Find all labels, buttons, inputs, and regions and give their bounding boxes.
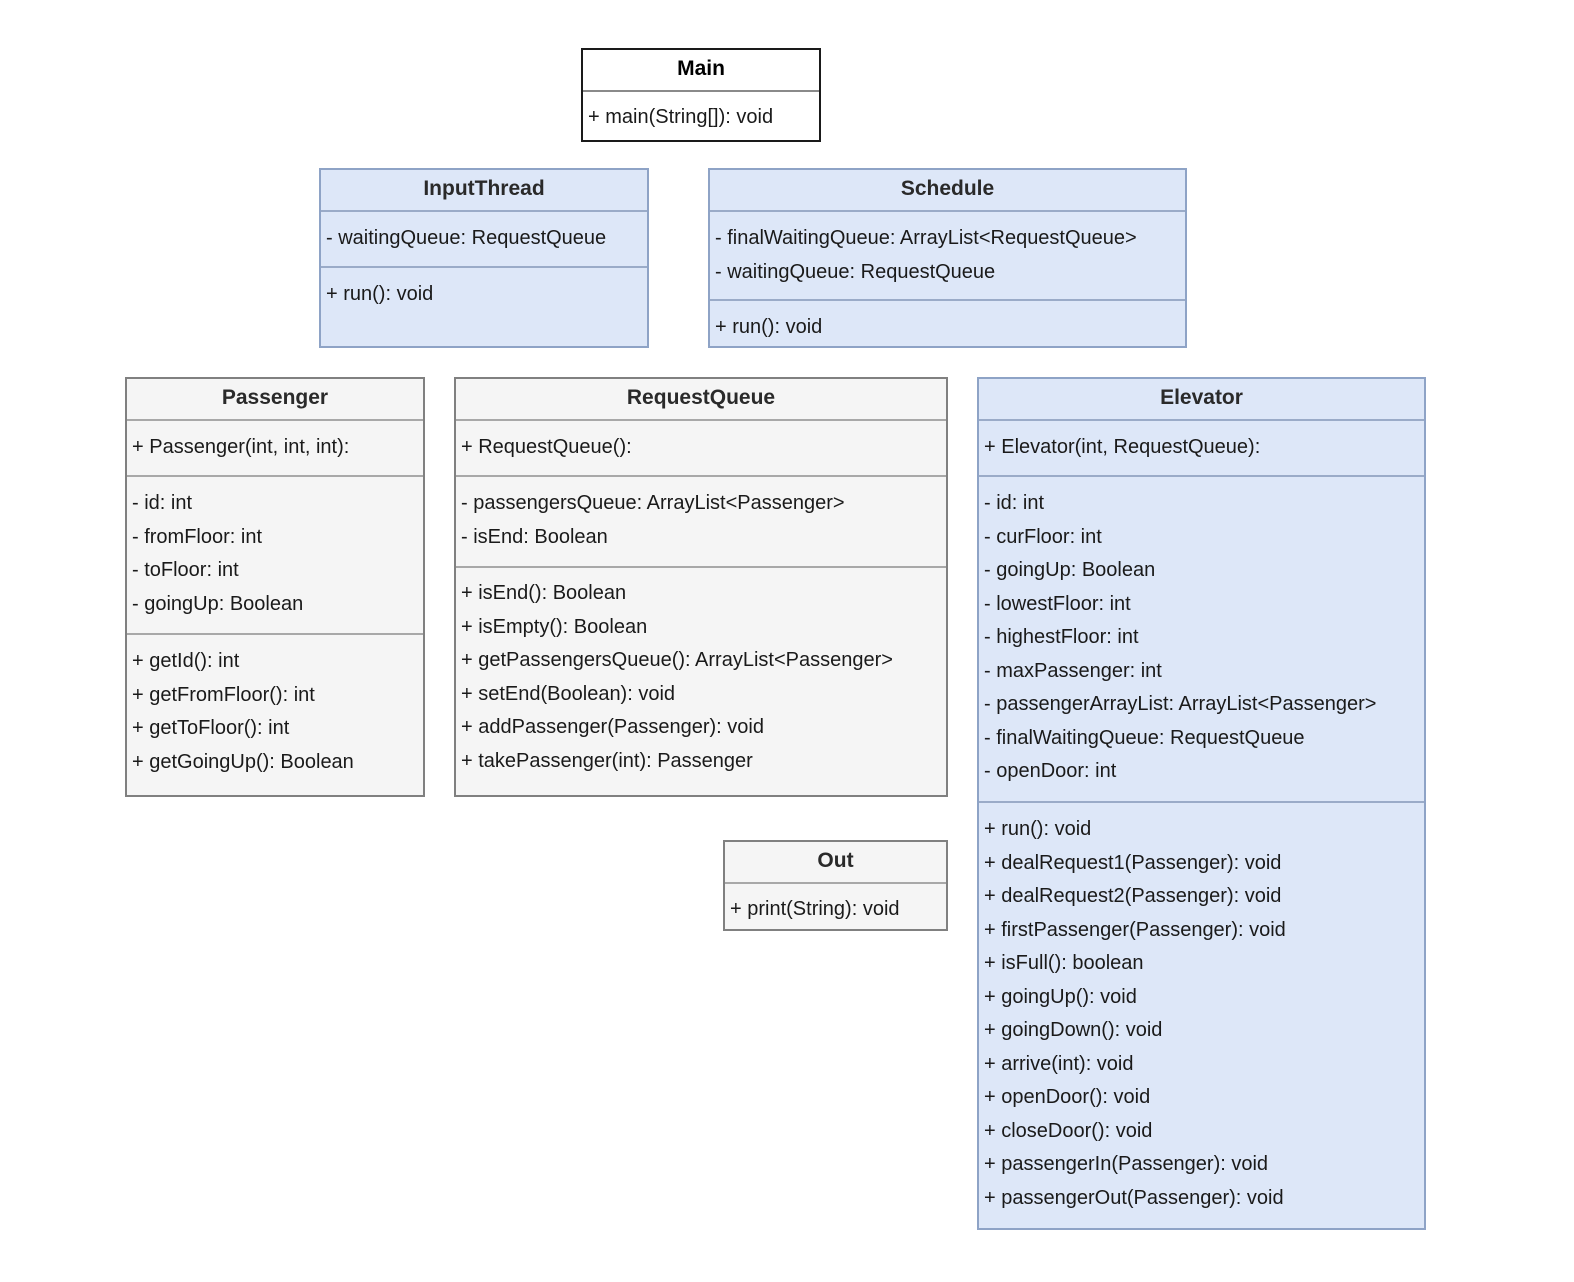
- attribute: - maxPassenger: int: [984, 659, 1162, 682]
- method: + getToFloor(): int: [132, 717, 290, 739]
- method: + arrive(int): void: [984, 1052, 1134, 1075]
- method: + goingUp(): void: [984, 985, 1137, 1008]
- constructor-section: + RequestQueue():: [456, 419, 946, 475]
- methods-section: + print(String): void: [725, 882, 946, 941]
- attribute: - goingUp: Boolean: [984, 559, 1156, 581]
- constructor-section: + Passenger(int, int, int):: [127, 419, 423, 475]
- method: + dealRequest1(Passenger): void: [984, 851, 1282, 874]
- attribute: - isEnd: Boolean: [461, 525, 608, 548]
- method: + print(String): void: [730, 898, 900, 920]
- method: + run(): void: [326, 283, 434, 305]
- attribute: - highestFloor: int: [984, 626, 1139, 648]
- method: + isEnd(): Boolean: [461, 582, 627, 604]
- class-name: Elevator: [1160, 386, 1243, 409]
- method: + getFromFloor(): int: [132, 683, 315, 706]
- method: + firstPassenger(Passenger): void: [984, 918, 1286, 941]
- methods-section: + run(): void: [321, 266, 647, 326]
- method: + takePassenger(int): Passenger: [461, 749, 753, 772]
- method: + run(): void: [984, 818, 1092, 840]
- methods-section: + isEnd(): Boolean + isEmpty(): Boolean …: [456, 566, 946, 792]
- class-main[interactable]: Main + main(String[]): void: [581, 48, 821, 142]
- method: + goingDown(): void: [984, 1019, 1163, 1041]
- attribute: - fromFloor: int: [132, 525, 263, 548]
- methods-section: + main(String[]): void: [583, 90, 819, 149]
- method: + dealRequest2(Passenger): void: [984, 885, 1282, 907]
- attributes-section: - finalWaitingQueue: ArrayList<RequestQu…: [710, 210, 1185, 299]
- attribute: - finalWaitingQueue: RequestQueue: [984, 726, 1305, 749]
- attribute: - finalWaitingQueue: ArrayList<RequestQu…: [715, 227, 1137, 249]
- attributes-section: - id: int - fromFloor: int - toFloor: in…: [127, 475, 423, 633]
- method: + passengerOut(Passenger): void: [984, 1186, 1284, 1209]
- methods-section: + run(): void + dealRequest1(Passenger):…: [979, 801, 1424, 1229]
- attribute: - passengersQueue: ArrayList<Passenger>: [461, 492, 845, 514]
- method: + closeDoor(): void: [984, 1119, 1153, 1142]
- constructor-section: + Elevator(int, RequestQueue):: [979, 419, 1424, 475]
- class-requestqueue[interactable]: RequestQueue + RequestQueue(): - passeng…: [454, 377, 948, 797]
- attribute: - goingUp: Boolean: [132, 592, 304, 615]
- class-name: InputThread: [423, 177, 545, 200]
- class-name: Out: [817, 849, 854, 872]
- attribute: - id: int: [984, 492, 1045, 514]
- method: + setEnd(Boolean): void: [461, 682, 676, 705]
- method: + isEmpty(): Boolean: [461, 615, 648, 638]
- method: + openDoor(): void: [984, 1086, 1151, 1108]
- method: + getGoingUp(): Boolean: [132, 750, 354, 773]
- class-elevator[interactable]: Elevator + Elevator(int, RequestQueue): …: [977, 377, 1426, 1230]
- class-passenger[interactable]: Passenger + Passenger(int, int, int): - …: [125, 377, 425, 797]
- class-inputthread[interactable]: InputThread - waitingQueue: RequestQueue…: [319, 168, 649, 348]
- constructor: + Elevator(int, RequestQueue):: [984, 436, 1261, 458]
- method: + run(): void: [715, 316, 823, 338]
- attribute: - passengerArrayList: ArrayList<Passenge…: [984, 693, 1377, 715]
- attribute: - waitingQueue: RequestQueue: [326, 227, 607, 249]
- attribute: - id: int: [132, 492, 193, 514]
- attribute: - toFloor: int: [132, 559, 239, 581]
- class-name: RequestQueue: [626, 386, 776, 409]
- constructor: + Passenger(int, int, int):: [132, 436, 350, 458]
- attribute: - waitingQueue: RequestQueue: [715, 260, 996, 283]
- method: + getId(): int: [132, 650, 240, 672]
- class-schedule[interactable]: Schedule - finalWaitingQueue: ArrayList<…: [708, 168, 1187, 348]
- constructor: + RequestQueue():: [461, 436, 632, 458]
- class-name: Passenger: [221, 386, 329, 409]
- attribute: - lowestFloor: int: [984, 592, 1131, 615]
- attributes-section: - passengersQueue: ArrayList<Passenger> …: [456, 475, 946, 566]
- attribute: - openDoor: int: [984, 760, 1117, 782]
- method: + main(String[]): void: [588, 106, 774, 128]
- class-name: Schedule: [900, 177, 995, 200]
- method: + getPassengersQueue(): ArrayList<Passen…: [461, 649, 893, 671]
- method: + passengerIn(Passenger): void: [984, 1153, 1269, 1175]
- method: + addPassenger(Passenger): void: [461, 716, 764, 738]
- attribute: - curFloor: int: [984, 525, 1102, 548]
- class-name: Main: [677, 57, 725, 80]
- attributes-section: - waitingQueue: RequestQueue: [321, 210, 647, 266]
- attributes-section: - id: int - curFloor: int - goingUp: Boo…: [979, 475, 1424, 801]
- class-out[interactable]: Out + print(String): void: [723, 840, 948, 931]
- methods-section: + run(): void: [710, 299, 1185, 359]
- methods-section: + getId(): int + getFromFloor(): int + g…: [127, 633, 423, 793]
- method: + isFull(): boolean: [984, 952, 1144, 974]
